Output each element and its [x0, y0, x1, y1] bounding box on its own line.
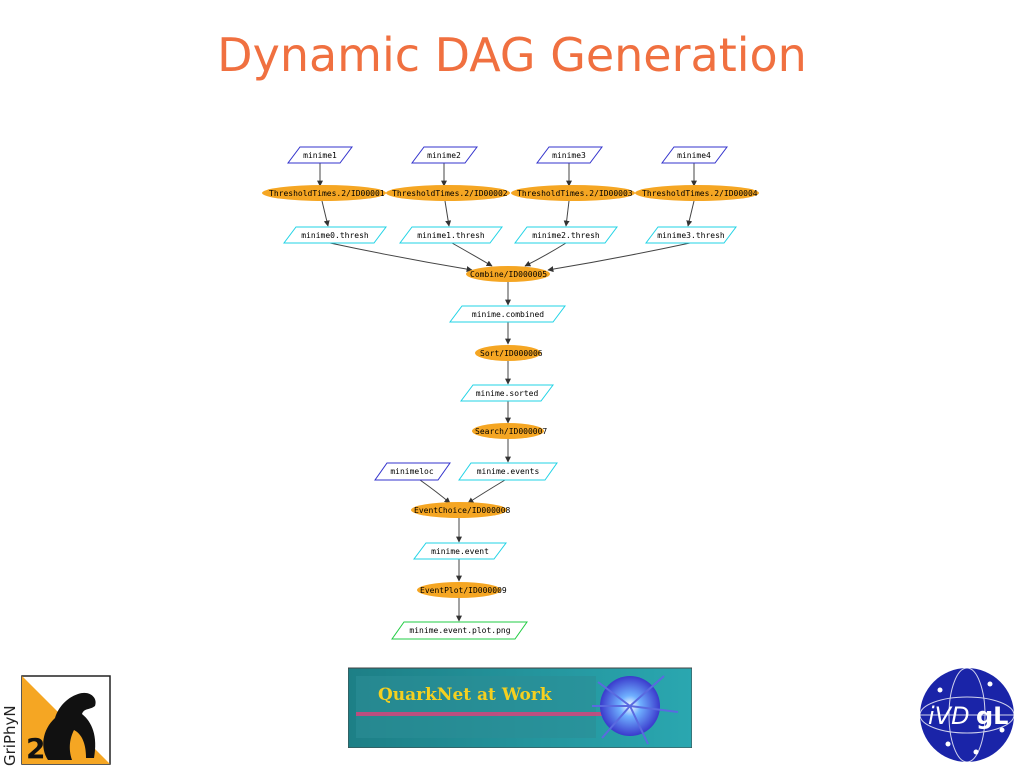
griphyn-logo-text: GriPhyN [1, 705, 19, 766]
node-label: minime2.thresh [532, 231, 600, 240]
node-label: Sort/ID000006 [480, 349, 543, 358]
quarknet-banner: QuarkNet at Work [348, 667, 692, 748]
intermediate-nodes: minime0.thresh minime1.thresh minime2.th… [283, 226, 737, 560]
node-thresholdtimes-4 [635, 185, 759, 201]
svg-text:2: 2 [26, 732, 45, 765]
griphyn-logo: GriPhyN 2 [1, 675, 111, 766]
ivdgl-logo: iVD gL [919, 667, 1015, 763]
node-label: minime4 [677, 151, 711, 160]
node-minime1-thresh [399, 226, 503, 244]
node-minime0-thresh [283, 226, 387, 244]
node-thresholdtimes-3 [511, 185, 635, 201]
griffin-icon [43, 692, 96, 760]
edge [547, 242, 691, 273]
node-eventplot [417, 582, 501, 598]
dag-edges [317, 163, 697, 622]
node-minime-events [458, 462, 558, 481]
node-thresholdtimes-2 [386, 185, 510, 201]
node-label: minime.event.plot.png [409, 626, 510, 635]
node-label: minime3.thresh [657, 231, 725, 240]
node-label: minimeloc [390, 467, 434, 476]
node-label: ThresholdTimes.2/ID00004 [642, 189, 758, 198]
node-eventchoice [411, 502, 507, 518]
edge [524, 242, 567, 267]
node-minime2-thresh [514, 226, 618, 244]
slide-title: Dynamic DAG Generation [217, 28, 807, 82]
node-label: minime.sorted [476, 389, 539, 398]
node-minimeloc [374, 462, 451, 481]
node-combine [466, 266, 550, 282]
edge [451, 242, 493, 267]
job-nodes: ThresholdTimes.2/ID00001 ThresholdTimes.… [262, 185, 759, 598]
node-label: minime2 [427, 151, 461, 160]
edge [329, 242, 473, 273]
edge [563, 200, 570, 227]
node-label: ThresholdTimes.2/ID00003 [517, 189, 633, 198]
node-minime4 [661, 146, 728, 164]
node-label: Combine/ID000005 [470, 270, 547, 279]
node-label: minime3 [552, 151, 586, 160]
edge [419, 479, 451, 504]
node-label: ThresholdTimes.2/ID00002 [392, 189, 508, 198]
node-label: minime.events [477, 467, 540, 476]
node-minime-sorted [460, 384, 554, 402]
node-thresholdtimes-1 [262, 185, 386, 201]
particle-burst-icon [592, 675, 679, 745]
node-label: ThresholdTimes.2/ID00001 [269, 189, 385, 198]
node-minime3-thresh [645, 226, 737, 244]
edge [467, 479, 506, 504]
node-minime2 [411, 146, 478, 164]
output-nodes: minime.event.plot.png [391, 621, 528, 640]
node-minime1 [287, 146, 353, 164]
ivdgl-text-b: gL [976, 702, 1008, 730]
edge [321, 200, 330, 227]
input-nodes: minime1 minime2 minime3 minime4 minimelo… [287, 146, 728, 481]
node-label: minime0.thresh [301, 231, 369, 240]
banner-text: QuarkNet at Work [378, 685, 553, 705]
node-label: Search/ID000007 [475, 427, 547, 436]
node-search [472, 423, 544, 439]
node-minime-event-plot-png [391, 621, 528, 640]
node-label: minime1 [303, 151, 337, 160]
node-sort [475, 345, 541, 361]
ivdgl-text-a: iVD [928, 702, 970, 730]
node-label: minime.event [431, 547, 489, 556]
edge [444, 200, 452, 227]
dag-diagram: minime1 minime2 minime3 minime4 minimelo… [262, 146, 759, 640]
node-label: minime1.thresh [417, 231, 485, 240]
edge [686, 200, 695, 227]
node-minime3 [536, 146, 603, 164]
node-label: EventChoice/ID000008 [414, 506, 511, 515]
node-minime-event [413, 542, 507, 560]
node-label: minime.combined [472, 310, 544, 319]
node-label: EventPlot/ID000009 [420, 586, 507, 595]
node-minime-combined [449, 305, 566, 323]
